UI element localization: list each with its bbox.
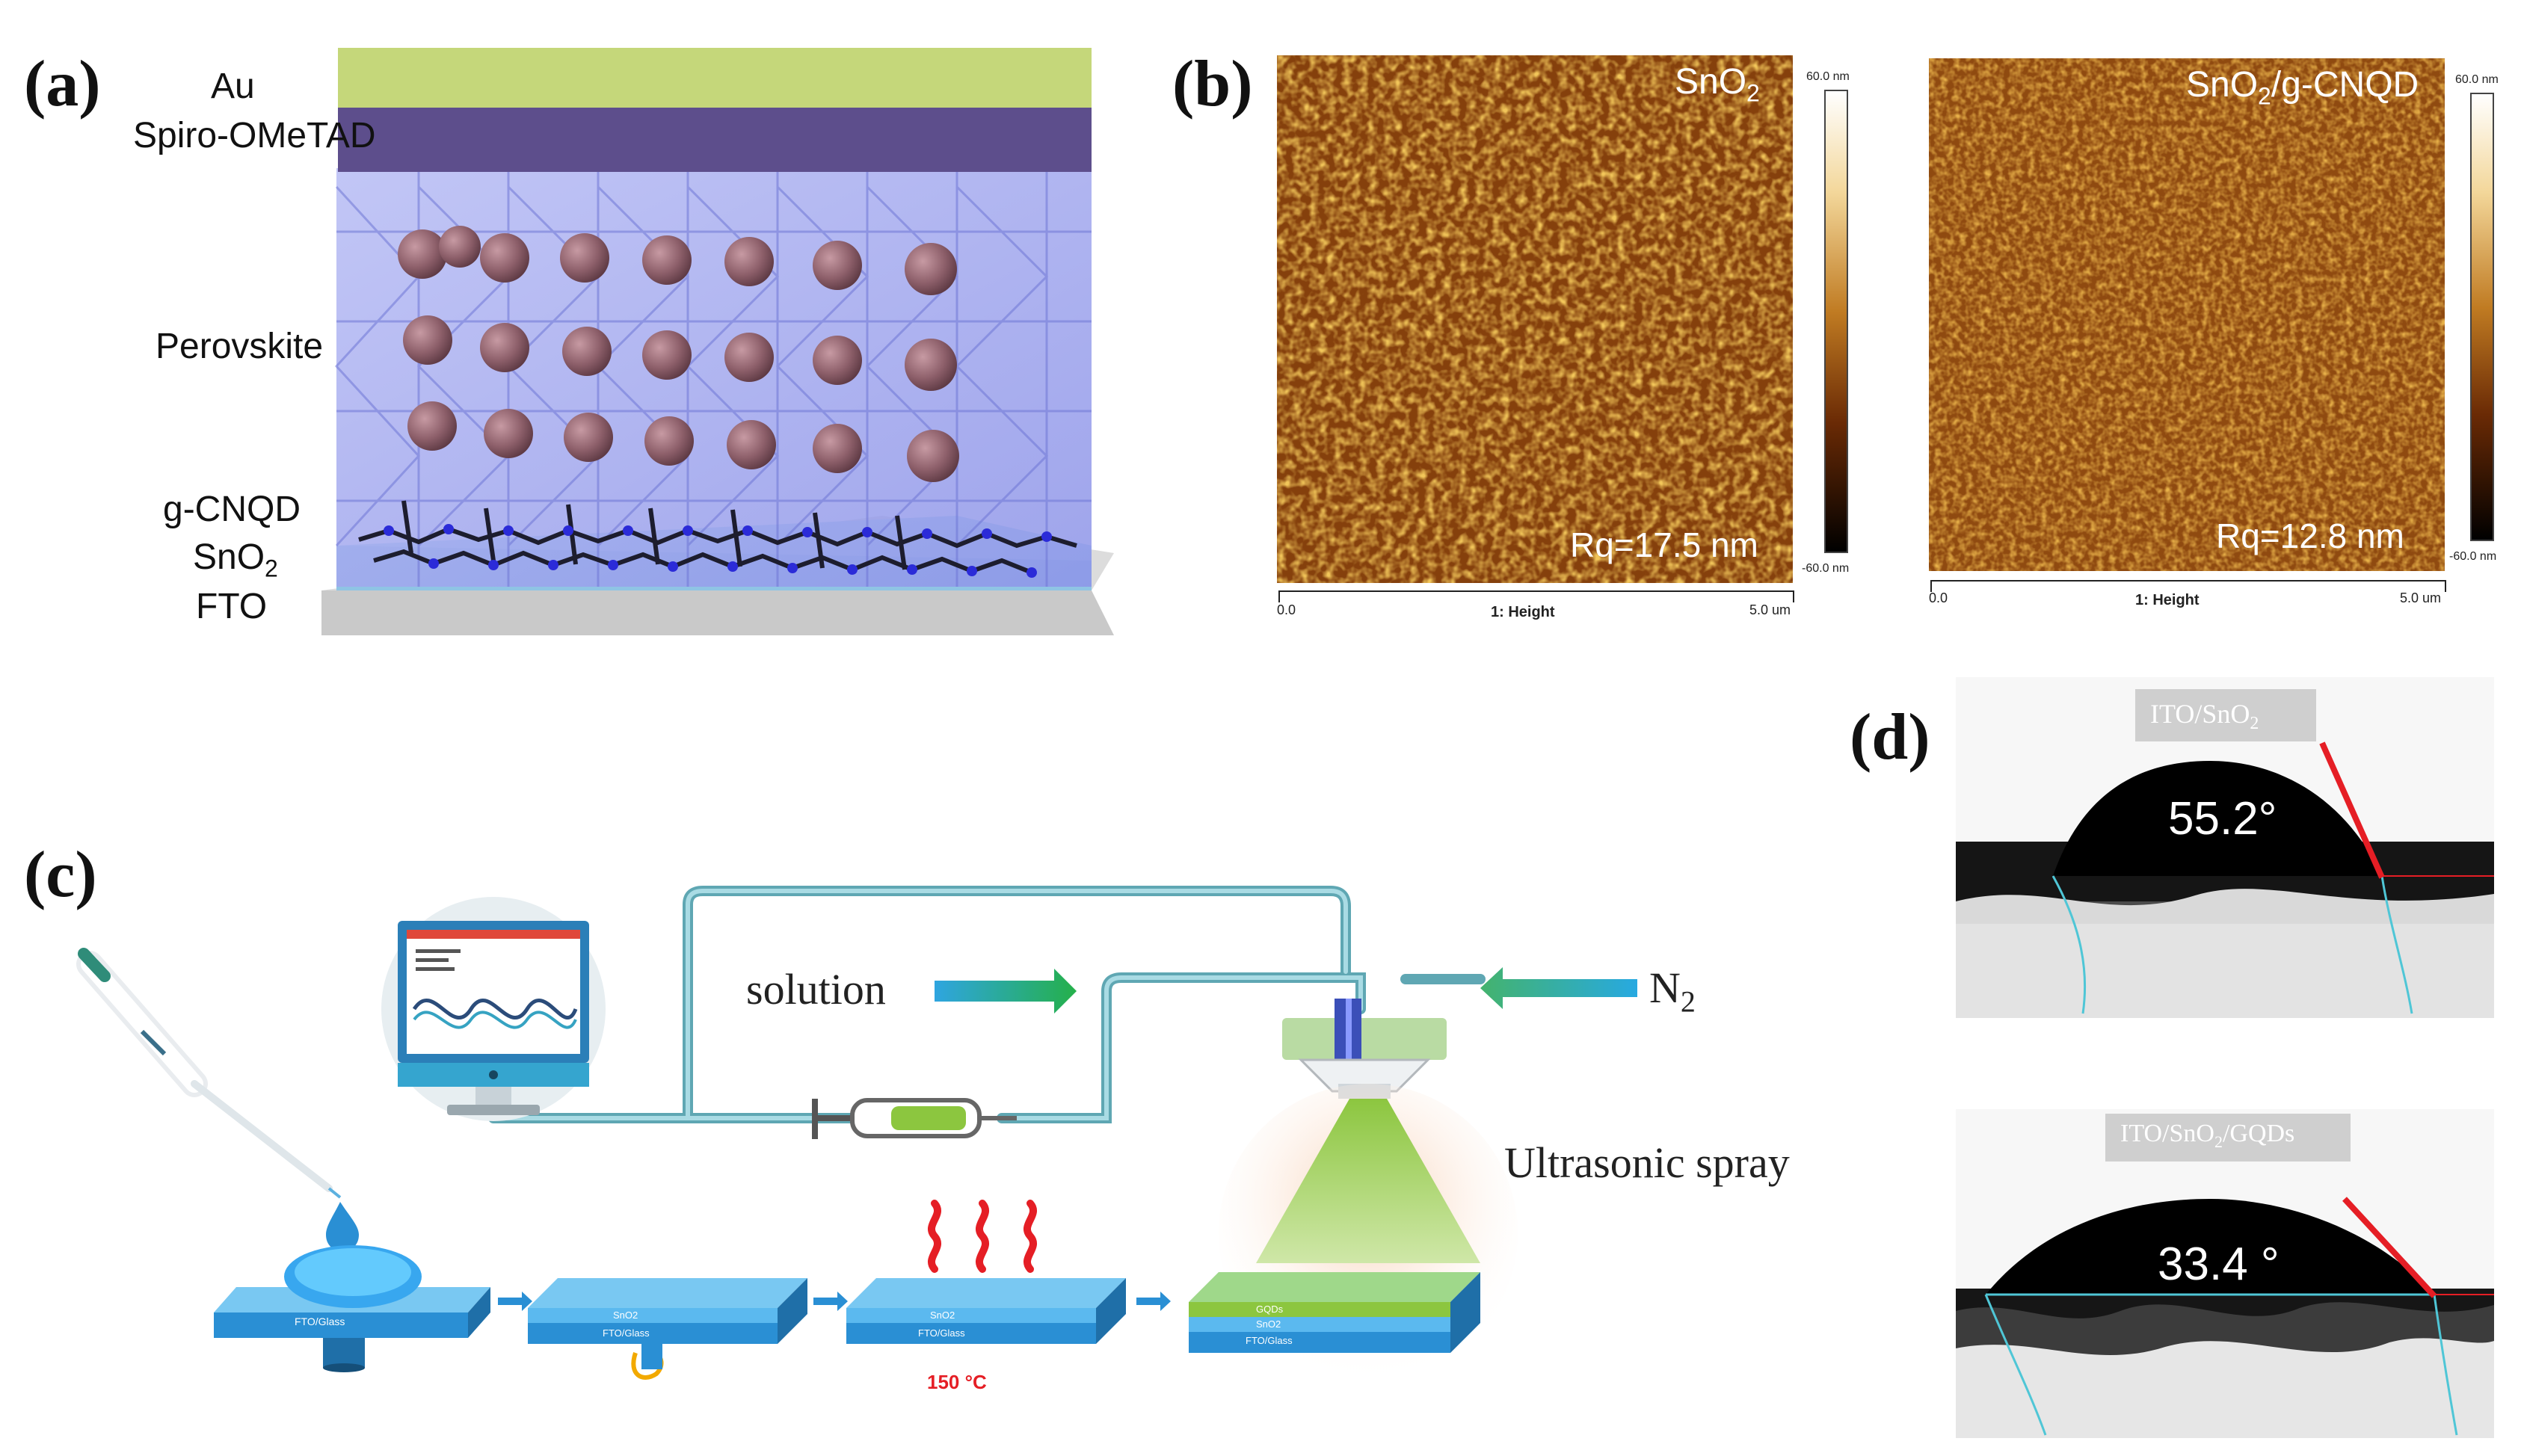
stage-4-top-label: GQDs <box>1256 1304 1284 1315</box>
tangent-line-bottom <box>2342 1197 2437 1298</box>
cation-spheres <box>398 226 959 482</box>
solution-label: solution <box>746 965 886 1014</box>
ultrasonic-spray-process-diagram <box>76 886 1637 1383</box>
panel-c-label: (c) <box>24 839 97 911</box>
stage-3-top-label: SnO2 <box>930 1310 955 1321</box>
afm-right-scale-top: 60.0 nm <box>2455 73 2499 86</box>
spray-cone <box>1256 1099 1480 1263</box>
afm-left-scale-top: 60.0 nm <box>1806 70 1850 83</box>
panel-b-label: (b) <box>1172 48 1253 120</box>
pipette-icon <box>76 948 342 1199</box>
stage-2-substrate <box>528 1278 807 1380</box>
n2-label: N2 <box>1649 963 1696 1019</box>
panel-a-label: (a) <box>24 48 101 120</box>
stage-2-bottom-label: FTO/Glass <box>603 1327 650 1339</box>
spiro-layer <box>338 106 1092 172</box>
gcnqd-nodes <box>384 524 1052 578</box>
sample-tag-top-text: ITO/SnO2 <box>2150 699 2259 734</box>
sample-tag-bottom-text: ITO/SnO2/GQDs <box>2120 1120 2295 1151</box>
stage-4-mid-label: SnO2 <box>1256 1318 1281 1330</box>
afm-left-scale-bottom: -60.0 nm <box>1802 562 1850 575</box>
perovskite-device-stack <box>321 48 1114 635</box>
afm-right-axis-title: 1: Height <box>2135 592 2200 608</box>
contact-angle-bottom-value: 33.4 ° <box>2158 1238 2280 1290</box>
afm-left-axis-start: 0.0 <box>1277 602 1296 617</box>
afm-image-sno2 <box>1277 55 1793 583</box>
stage-1-substrate <box>214 1245 490 1372</box>
droplet-profile-bottom <box>1986 1199 2434 1295</box>
au-layer <box>338 48 1092 108</box>
sample-tag-bottom <box>2105 1114 2351 1162</box>
layer-label-sno2: SnO2 <box>193 537 278 582</box>
step-arrow-2 <box>813 1292 848 1311</box>
afm-right-axis-end: 5.0 um <box>2400 590 2442 605</box>
stage-4-substrate <box>1189 1272 1480 1353</box>
fto-layer <box>321 590 1114 635</box>
afm-right-axis <box>1930 580 2446 592</box>
panel-d-label: (d) <box>1850 701 1930 774</box>
droplet-profile-top <box>2053 761 2382 876</box>
afm-left-colorscale <box>1824 90 1848 553</box>
layer-label-spiro: Spiro-OMeTAD <box>133 116 376 155</box>
step-arrow-1 <box>498 1292 532 1311</box>
temperature-label: 150 °C <box>927 1371 987 1393</box>
afm-right-axis-start: 0.0 <box>1929 590 1948 605</box>
afm-left-axis-end: 5.0 um <box>1749 602 1791 617</box>
layer-label-au: Au <box>211 67 255 106</box>
droplet-icon <box>326 1202 359 1251</box>
afm-right-rq: Rq=12.8 nm <box>2216 516 2404 555</box>
solution-arrow <box>935 969 1077 1014</box>
afm-left-axis-title: 1: Height <box>1491 604 1555 620</box>
afm-left-rq: Rq=17.5 nm <box>1570 525 1758 564</box>
contact-angle-top-value: 55.2° <box>2168 793 2277 845</box>
stage-1-layer-label: FTO/Glass <box>295 1315 345 1327</box>
n2-arrow <box>1480 967 1637 1009</box>
stage-2-top-label: SnO2 <box>613 1310 638 1321</box>
layer-label-fto: FTO <box>196 587 268 626</box>
tangent-line-top <box>2319 741 2385 879</box>
afm-right-scale-bottom: -60.0 nm <box>2449 550 2497 563</box>
stage-4-bottom-label: FTO/Glass <box>1246 1335 1293 1346</box>
sample-tag-top <box>2135 689 2316 741</box>
gcnqd-network <box>358 500 1077 575</box>
heat-waves-icon <box>928 1200 1037 1273</box>
afm-image-sno2-gcnqd <box>1929 58 2445 571</box>
monitor-icon <box>381 897 606 1121</box>
syringe-icon <box>812 1098 1017 1139</box>
afm-left-title: SnO2 <box>1675 62 1760 107</box>
ultrasonic-nozzle <box>1282 999 1447 1099</box>
afm-left-axis <box>1278 590 1794 602</box>
layer-label-perovskite: Perovskite <box>156 327 324 366</box>
ultrasonic-spray-label: Ultrasonic spray <box>1504 1138 1790 1187</box>
stage-3-substrate <box>846 1200 1126 1344</box>
contact-angle-image-sno2 <box>1956 677 2494 1018</box>
stage-3-bottom-label: FTO/Glass <box>918 1327 965 1339</box>
contact-angle-image-sno2-gqds <box>1956 1109 2494 1438</box>
afm-right-colorscale <box>2470 93 2494 541</box>
layer-label-gcnqd: g-CNQD <box>163 490 301 529</box>
step-arrow-3 <box>1136 1292 1171 1311</box>
afm-right-title: SnO2/g-CNQD <box>2186 65 2419 110</box>
